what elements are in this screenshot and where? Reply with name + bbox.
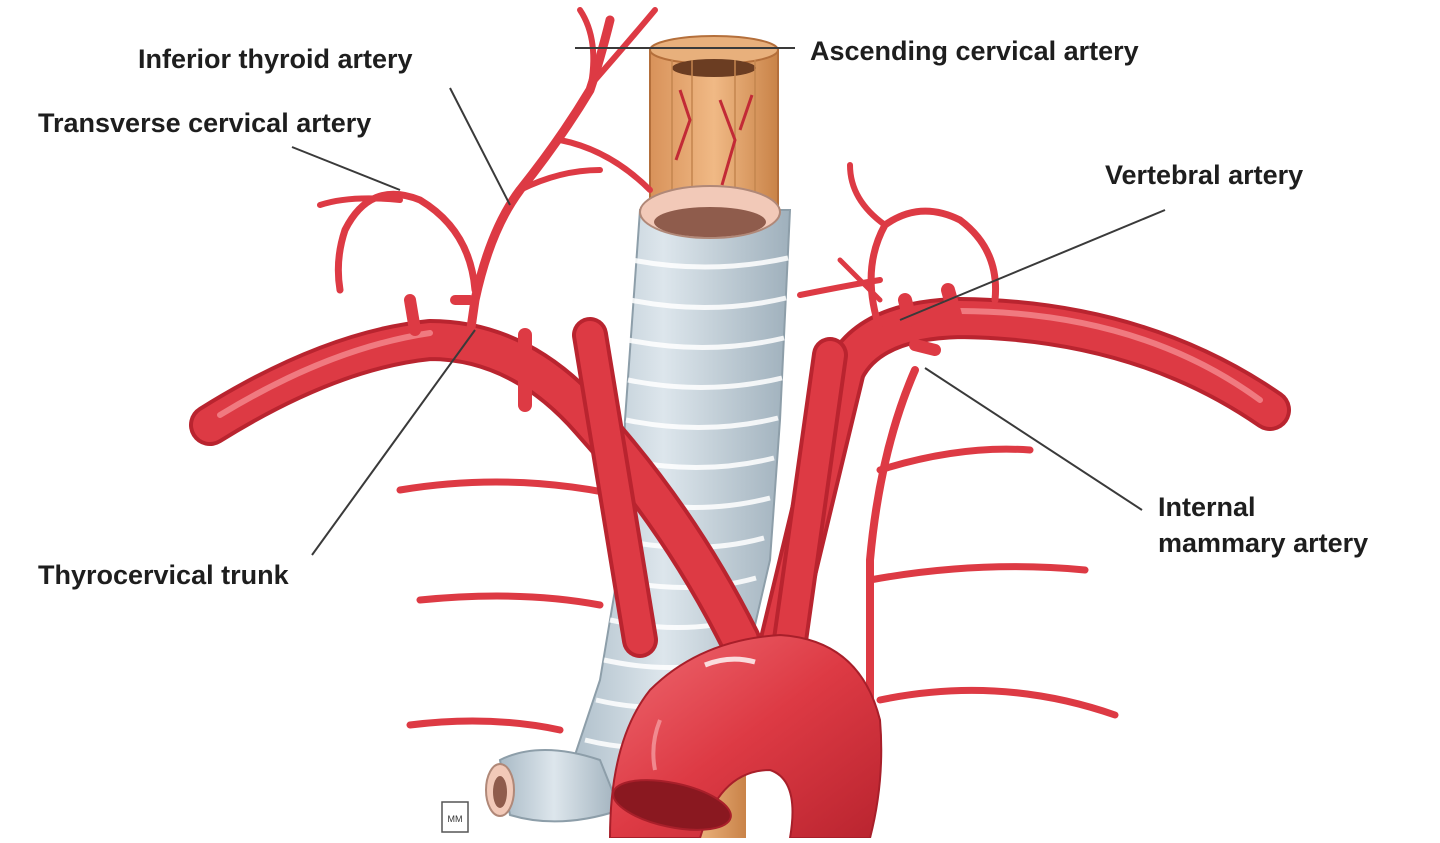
label-thyrocervical-trunk: Thyrocervical trunk: [38, 560, 289, 590]
leader-thyrocervical: [311, 329, 476, 556]
leader-vertebral: [899, 209, 1166, 321]
leader-internal-mammary: [924, 367, 1143, 511]
leader-inferior-thyroid: [449, 87, 511, 206]
svg-text:MM: MM: [448, 814, 463, 824]
label-internal-mammary-line1: Internal: [1158, 492, 1256, 522]
label-internal-mammary-line2: mammary artery: [1158, 528, 1369, 558]
leader-lines: [291, 47, 1166, 556]
label-vertebral-artery: Vertebral artery: [1105, 160, 1304, 190]
label-transverse-cervical-artery: Transverse cervical artery: [38, 108, 372, 138]
leader-transverse-cervical: [291, 146, 401, 191]
label-inferior-thyroid-artery: Inferior thyroid artery: [138, 44, 413, 74]
artist-monogram-logo: MM: [441, 801, 469, 833]
arteries: [189, 7, 1291, 734]
label-ascending-cervical-artery: Ascending cervical artery: [810, 36, 1139, 66]
